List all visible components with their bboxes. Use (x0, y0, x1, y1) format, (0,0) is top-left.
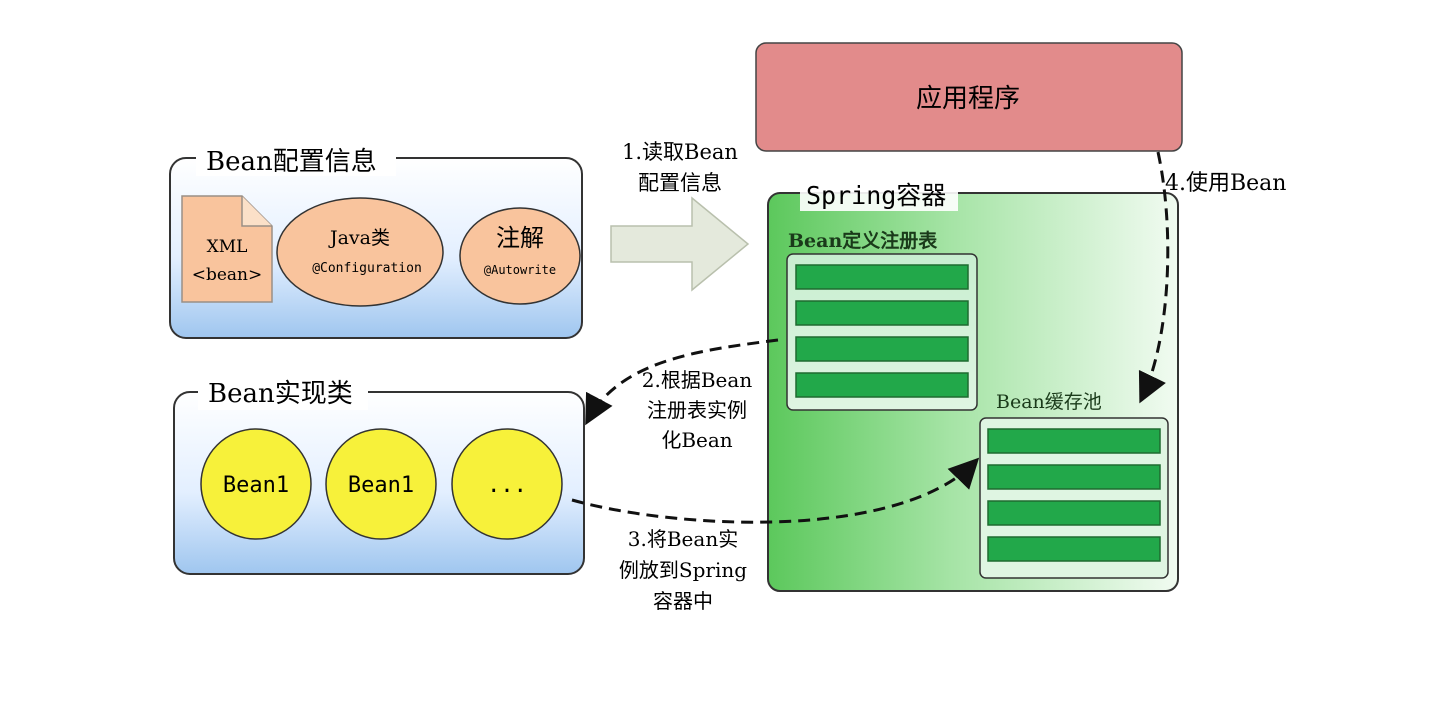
step1-label-line1: 1.读取Bean (622, 140, 738, 164)
step2-label-line2: 注册表实例 (647, 398, 747, 422)
xml-document-icon: XML <bean> (181, 195, 273, 303)
autowrite-annotation-label: @Autowrite (484, 263, 556, 277)
registry-row-2 (795, 300, 969, 326)
cache-row-1 (987, 428, 1161, 454)
bean-circle-3: ... (451, 428, 563, 540)
step2-label-line3: 化Bean (661, 428, 732, 452)
registry-title: Bean定义注册表 (788, 229, 938, 252)
config-panel: Bean配置信息 XML <bean> Java类 @Configuration… (169, 142, 583, 339)
registry-box (786, 253, 978, 411)
bean-circle-1-label: Bean1 (223, 473, 289, 498)
cache-row-2 (987, 464, 1161, 490)
xml-label: XML (207, 237, 248, 257)
configuration-annotation-label: @Configuration (312, 261, 422, 276)
application-box: 应用程序 (755, 42, 1183, 152)
application-label: 应用程序 (916, 84, 1020, 114)
bean-circle-2-label: Bean1 (348, 473, 414, 498)
step3-label-line3: 容器中 (653, 589, 713, 613)
java-class-ellipse: Java类 @Configuration (276, 197, 444, 307)
annotation-label: 注解 (496, 224, 544, 252)
instantiate-arrow (585, 338, 779, 426)
registry-row-3 (795, 336, 969, 362)
config-panel-title: Bean配置信息 (206, 147, 377, 177)
cache-row-4 (987, 536, 1161, 562)
bean-circle-1: Bean1 (200, 428, 312, 540)
spring-container: Spring容器 Bean定义注册表 Bean缓存池 (767, 177, 1179, 592)
step1-label-line2: 配置信息 (638, 171, 722, 195)
cache-title: Bean缓存池 (996, 391, 1102, 413)
step4-label: 4.使用Bean (1165, 171, 1286, 196)
step3-label-line1: 3.将Bean实 (628, 527, 738, 551)
registry-row-4 (795, 372, 969, 398)
spring-container-title: Spring容器 (806, 181, 946, 210)
registry-row-1 (795, 264, 969, 290)
step2-label-line1: 2.根据Bean (642, 368, 753, 392)
impl-panel: Bean实现类 Bean1 Bean1 ... (173, 376, 585, 575)
bean-circle-2: Bean1 (325, 428, 437, 540)
bean-circle-3-label: ... (487, 473, 527, 498)
bean-tag-label: <bean> (192, 265, 263, 285)
java-class-label: Java类 (328, 227, 390, 249)
cache-row-3 (987, 500, 1161, 526)
read-config-arrow (610, 196, 750, 292)
step3-label-line2: 例放到Spring (619, 558, 747, 582)
annotation-ellipse: 注解 @Autowrite (459, 207, 581, 305)
impl-panel-title: Bean实现类 (208, 379, 353, 409)
put-into-container-arrow (571, 457, 980, 524)
